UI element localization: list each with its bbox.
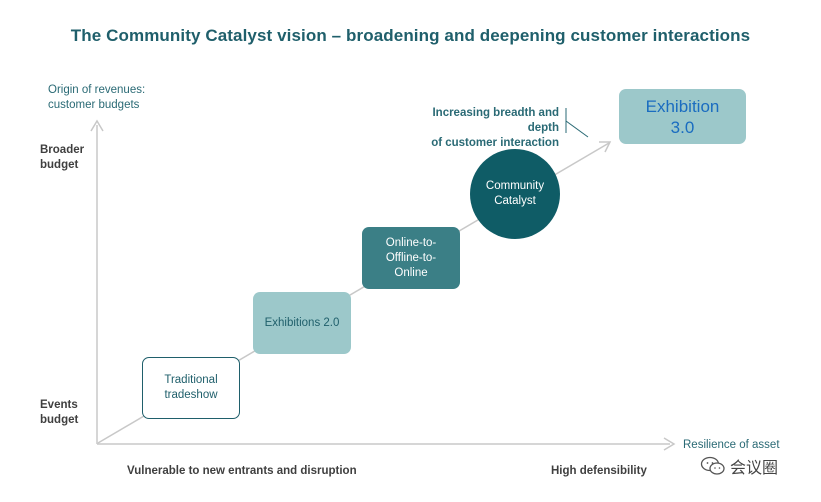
trend-arrowhead xyxy=(599,141,612,153)
stage-exhibitions-2-0: Exhibitions 2.0 xyxy=(253,292,351,354)
stage-exhibition-3-0: Exhibition 3.0 xyxy=(619,89,746,144)
stage-online-offline-online: Online-to- Offline-to- Online xyxy=(362,227,460,289)
watermark: 会议圈 xyxy=(700,454,778,478)
y-axis-arrowhead xyxy=(90,119,104,132)
y-axis-top-label: Broader budget xyxy=(40,144,85,171)
x-axis-left-label: Vulnerable to new entrants and disruptio… xyxy=(127,465,357,477)
x-axis-right-label: High defensibility xyxy=(551,465,647,477)
trend-annotation: Increasing breadth and depth of customer… xyxy=(431,107,559,149)
watermark-text: 会议圈 xyxy=(730,460,779,477)
stage-community-catalyst: Community Catalyst xyxy=(470,149,560,239)
stage-traditional-tradeshow: Traditional tradeshow xyxy=(142,357,240,419)
wechat-icon xyxy=(700,456,725,475)
x-axis-arrowhead xyxy=(663,437,676,451)
x-axis-title: Resilience of asset xyxy=(683,439,780,451)
y-axis-title: Origin of revenues: customer budgets xyxy=(48,84,146,111)
annotation-pointer xyxy=(565,120,589,138)
diagram-title: The Community Catalyst vision – broadeni… xyxy=(70,26,751,45)
y-axis-bottom-label: Events budget xyxy=(40,399,79,426)
